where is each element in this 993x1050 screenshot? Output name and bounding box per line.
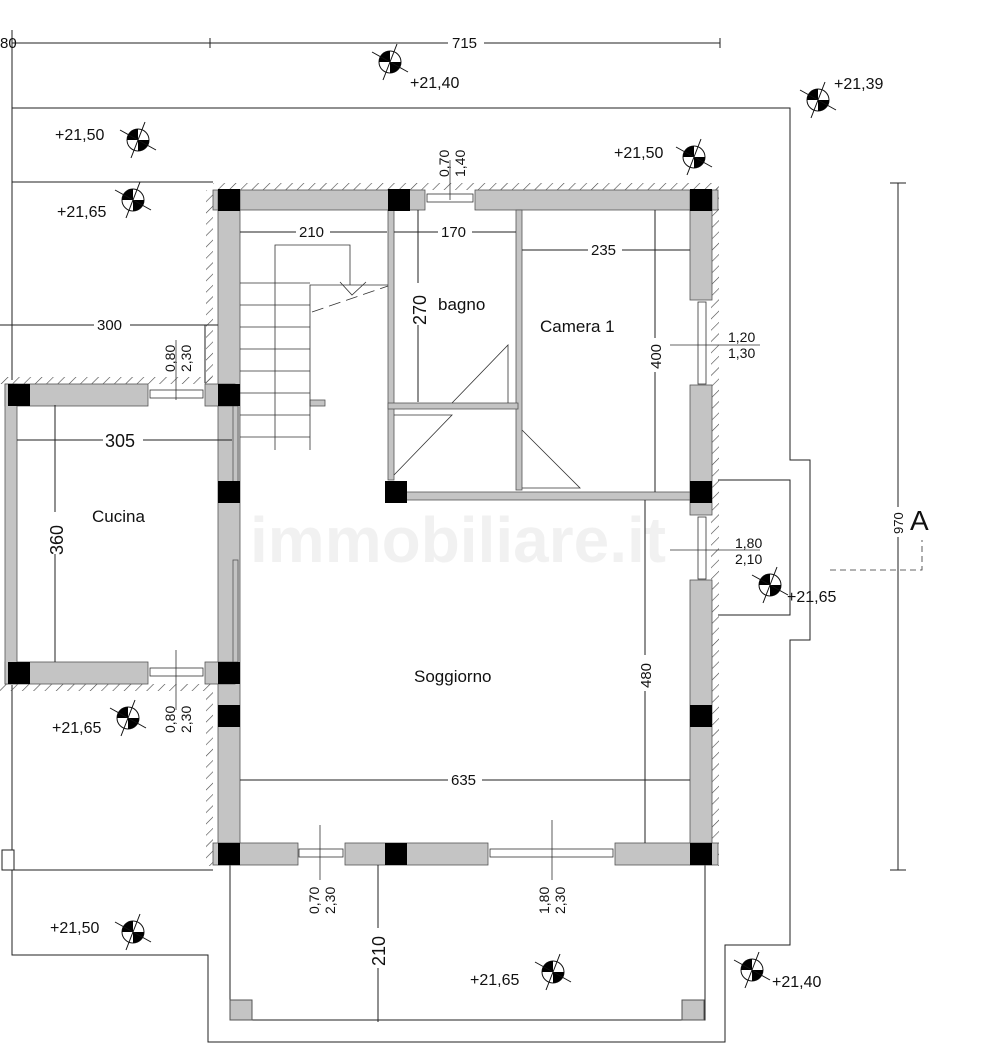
elevation-label: +21,40 — [772, 974, 821, 991]
dim-300: 300 — [97, 317, 122, 334]
window-label: 1,20 — [728, 329, 755, 345]
elevation-label: +21,65 — [787, 589, 836, 606]
window-label: 1,40 — [452, 150, 468, 177]
room-cucina: Cucina — [92, 507, 145, 526]
elevation-marker-icon — [751, 566, 789, 604]
exterior-hatching — [0, 183, 719, 866]
doors — [393, 344, 581, 489]
watermark: immobiliare.it — [250, 504, 666, 576]
elevation-label: +21,50 — [614, 145, 663, 162]
stairs — [240, 244, 389, 450]
window-label: 2,30 — [178, 706, 194, 733]
window-labels: 0,70 1,40 1,20 1,30 1,80 2,10 0,80 2,30 … — [162, 150, 762, 914]
room-soggiorno: Soggiorno — [414, 667, 492, 686]
window-label: 0,80 — [162, 706, 178, 733]
room-labels: Cucina bagno Camera 1 Soggiorno — [92, 295, 615, 686]
elevation-marker-icon — [114, 913, 152, 951]
dim-270: 270 — [410, 295, 430, 325]
elevation-marker-icon — [119, 121, 157, 159]
dim-80: 80 — [0, 35, 17, 52]
windows — [149, 193, 707, 858]
elevation-label: +21,39 — [834, 76, 883, 93]
window-label: 2,10 — [735, 551, 762, 567]
dim-235: 235 — [591, 242, 616, 259]
dim-210: 210 — [299, 224, 324, 241]
window-label: 1,30 — [728, 345, 755, 361]
window-label: 2,30 — [322, 887, 338, 914]
elevation-marker-icon — [733, 951, 771, 989]
section-label: A — [910, 505, 929, 536]
elevation-label: +21,50 — [50, 920, 99, 937]
dim-715: 715 — [452, 35, 477, 52]
elevation-label: +21,50 — [55, 127, 104, 144]
elevation-marker-icon — [371, 43, 409, 81]
dim-170: 170 — [441, 224, 466, 241]
elevation-marker-icon — [114, 181, 152, 219]
site-outlines — [1, 90, 811, 1043]
dim-305: 305 — [105, 431, 135, 451]
elevation-marker-icon — [109, 699, 147, 737]
elevation-label: +21,65 — [57, 204, 106, 221]
walls — [4, 189, 719, 866]
window-label: 1,80 — [735, 535, 762, 551]
room-bagno: bagno — [438, 295, 485, 314]
elevation-label: +21,65 — [52, 720, 101, 737]
dim-480: 480 — [638, 663, 655, 688]
window-label: 0,80 — [162, 345, 178, 372]
window-label: 2,30 — [178, 345, 194, 372]
dim-635: 635 — [451, 772, 476, 789]
elevation-markers: +21,40 +21,39 +21,50 +21,65 +21,50 +21,6… — [50, 43, 883, 991]
columns — [8, 189, 712, 865]
elevation-label: +21,65 — [470, 972, 519, 989]
room-camera-1: Camera 1 — [540, 317, 615, 336]
window-label: 1,80 — [536, 887, 552, 914]
elevation-label: +21,40 — [410, 75, 459, 92]
dimension-labels: 80 715 300 305 360 210 170 235 270 400 4… — [0, 34, 929, 968]
window-label: 0,70 — [436, 150, 452, 177]
dim-400: 400 — [648, 344, 665, 369]
elevation-marker-icon — [799, 81, 837, 119]
elevation-marker-icon — [534, 953, 572, 991]
dim-970: 970 — [891, 512, 906, 534]
dim-360: 360 — [47, 525, 67, 555]
elevation-marker-icon — [675, 138, 713, 176]
dim-210-terrace: 210 — [369, 936, 389, 966]
window-label: 0,70 — [306, 887, 322, 914]
window-label: 2,30 — [552, 887, 568, 914]
